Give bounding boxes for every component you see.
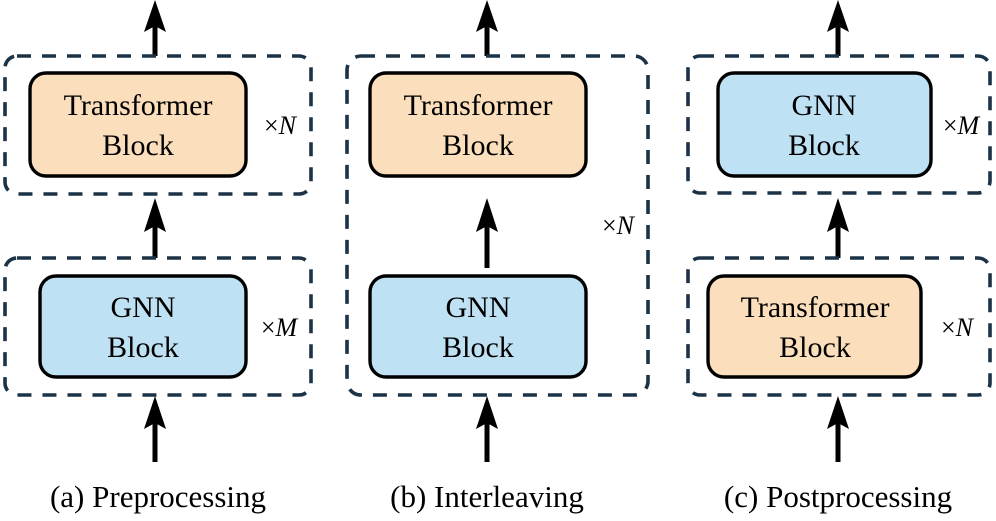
block-label-line2: Block: [442, 129, 514, 162]
multiplier-symbol: ×: [941, 313, 956, 342]
block-rect-transformer: [706, 274, 923, 379]
block-label-line1: Transformer: [64, 89, 213, 122]
multiplier-symbol: ×: [264, 111, 279, 140]
multiplier-label-b-combined: ×N: [602, 211, 636, 240]
panel-a-gnn-group: GNN Block ×M: [3, 256, 313, 397]
panel-caption-interleaving: (b) Interleaving: [390, 479, 584, 514]
block-rect-transformer: [28, 71, 248, 178]
panel-c-transformer-group: Transformer Block ×N: [686, 256, 992, 397]
block-label-line2: Block: [107, 331, 179, 364]
panel-b-input-arrow: [476, 396, 498, 462]
multiplier-var: N: [278, 111, 298, 140]
panel-a-inter-group-arrow: [144, 198, 166, 258]
panel-c-input-arrow: [827, 396, 849, 462]
panel-c-transformer-block: Transformer Block: [706, 274, 923, 379]
dashed-border-c-transformer: [686, 256, 992, 397]
panel-interleaving: Transformer Block GNN Block ×N: [345, 0, 650, 514]
panel-b-gnn-block: GNN Block: [368, 274, 588, 379]
panel-caption-preprocessing: (a) Preprocessing: [50, 479, 266, 514]
block-label-line1: GNN: [111, 291, 176, 324]
dashed-border-a-gnn: [3, 256, 313, 397]
panel-c-inter-group-arrow: [827, 198, 849, 258]
panel-preprocessing: Transformer Block ×N GNN Block ×M: [3, 0, 313, 514]
panel-a-gnn-block: GNN Block: [38, 274, 248, 379]
panel-a-output-arrow: [144, 0, 166, 56]
multiplier-label-a-gnn: ×M: [261, 313, 299, 342]
multiplier-symbol: ×: [261, 313, 276, 342]
panel-b-output-arrow: [476, 0, 498, 56]
multiplier-var: N: [616, 211, 636, 240]
block-label-line2: Block: [442, 331, 514, 364]
block-rect-transformer: [368, 71, 588, 178]
panel-b-combined-group: Transformer Block GNN Block ×N: [345, 54, 650, 397]
multiplier-label-c-transformer: ×N: [941, 313, 975, 342]
panel-b-transformer-block: Transformer Block: [368, 71, 588, 178]
multiplier-label-c-gnn: ×M: [943, 111, 981, 140]
multiplier-symbol: ×: [602, 211, 617, 240]
block-label-line1: Transformer: [404, 89, 553, 122]
block-label-line2: Block: [779, 331, 851, 364]
block-rect-gnn: [716, 71, 933, 178]
block-rect-gnn: [38, 274, 248, 379]
block-label-line2: Block: [788, 129, 860, 162]
multiplier-var: N: [955, 313, 975, 342]
panel-a-transformer-block: Transformer Block: [28, 71, 248, 178]
panel-b-inner-arrow: [476, 198, 498, 268]
multiplier-symbol: ×: [943, 111, 958, 140]
panel-caption-postprocessing: (c) Postprocessing: [724, 479, 952, 514]
panel-postprocessing: GNN Block ×M Transformer Block ×N: [686, 0, 992, 514]
dashed-border-b-combined: [345, 54, 650, 397]
block-label-line1: Transformer: [741, 291, 890, 324]
dashed-border-a-transformer: [3, 54, 313, 196]
panel-a-input-arrow: [144, 396, 166, 462]
panel-c-output-arrow: [827, 0, 849, 56]
block-label-line1: GNN: [446, 291, 511, 324]
multiplier-label-a-transformer: ×N: [264, 111, 298, 140]
dashed-border-c-gnn: [686, 54, 992, 195]
panel-a-transformer-group: Transformer Block ×N: [3, 54, 313, 196]
panel-c-gnn-group: GNN Block ×M: [686, 54, 992, 195]
multiplier-var: M: [275, 313, 299, 342]
block-label-line2: Block: [102, 129, 174, 162]
block-label-line1: GNN: [792, 89, 857, 122]
panel-c-gnn-block: GNN Block: [716, 71, 933, 178]
multiplier-var: M: [957, 111, 981, 140]
block-rect-gnn: [368, 274, 588, 379]
